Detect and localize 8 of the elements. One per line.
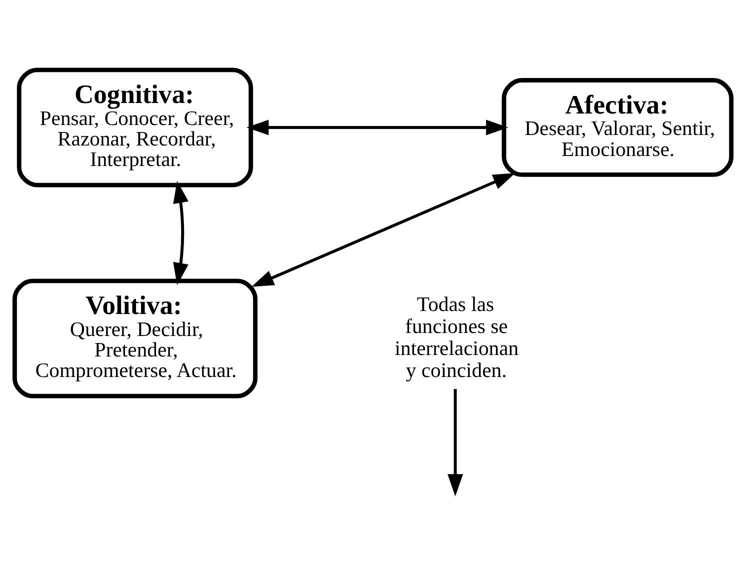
- node-text: Todas las funciones se interrelacionan y coinciden.: [394, 294, 519, 382]
- arrow: [246, 120, 508, 136]
- node-box: Afectiva: Desear, Valorar, Sentir, Emocionarse.: [502, 78, 734, 177]
- arrow: [252, 173, 516, 287]
- node-box: Cognitiva: Pensar, Conocer, Creer, Razonar, Recordar, Interpretar.: [16, 68, 254, 188]
- arrow: [173, 180, 188, 286]
- node-box: Volitiva: Querer, Decidir, Pretender, Comprometerse, Actuar.: [12, 278, 258, 398]
- arrow: [448, 388, 464, 496]
